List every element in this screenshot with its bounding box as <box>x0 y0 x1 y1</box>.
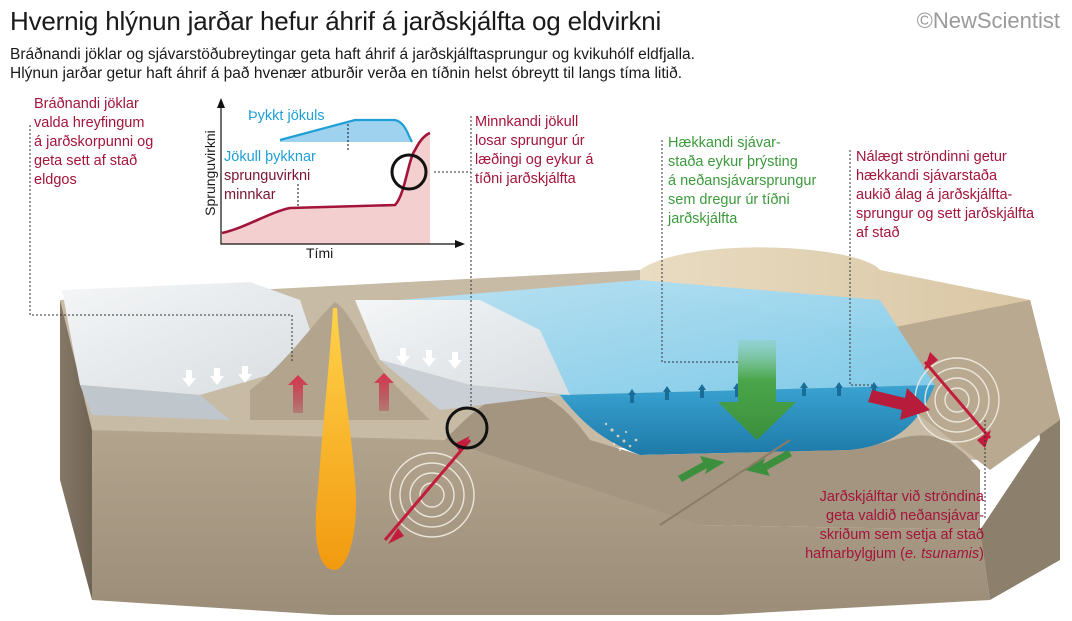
annotation-line: eldgos <box>34 172 77 188</box>
inset-thickening-label: Jökull þykknar sprunguvirkni minnkar <box>224 148 316 205</box>
glacier-left-front <box>80 385 230 420</box>
sea-pressure-green-arrow <box>718 340 796 440</box>
inset-magnifier-circle <box>390 153 428 191</box>
leader-lines <box>29 116 986 520</box>
inset-y-axis <box>220 102 455 245</box>
annotation-line: valda hreyfingum <box>34 115 145 131</box>
annotation-line: Jarðskjálftar við ströndina <box>819 489 984 505</box>
inset-x-arrowhead <box>455 240 465 248</box>
annotation-line: tíðni jarðskjálfta <box>475 171 576 187</box>
newscientist-logo: ©NewScientist <box>916 8 1060 33</box>
page-title: Hvernig hlýnun jarðar hefur áhrif á jarð… <box>10 6 662 36</box>
annotation-line: læðingi og eykur á <box>475 152 594 168</box>
annotation-line: Bráðnandi jöklar <box>34 96 139 112</box>
annotation-line: á jarðskorpunni og <box>34 134 154 150</box>
annotation-line: á neðansjávarsprungur <box>668 173 817 189</box>
annotation-tsunami: Jarðskjálftar við ströndina geta valdið … <box>805 488 984 564</box>
inset-thickening-line-2: sprunguvirkni <box>224 168 311 184</box>
sand-dune <box>640 247 1030 330</box>
annotation-line-part: hafnarbylgjum ( <box>805 546 905 562</box>
inset-ice-curve <box>279 118 413 143</box>
annotation-line: sprungur og sett jarðskjálfta <box>856 206 1035 222</box>
annotation-sea-level: Hækkandi sjávar- staða eykur þrýsting á … <box>668 134 816 229</box>
fault-right <box>868 352 1000 448</box>
inset-y-arrowhead <box>217 98 225 108</box>
annotation-shrinking-glacier: Minnkandi jökull losar sprungur úr læðin… <box>475 113 594 189</box>
annotation-line: staða eykur þrýsting <box>668 154 798 170</box>
submarine-fault-arrows <box>678 450 792 482</box>
inset-activity-area <box>222 133 430 244</box>
annotation-line: hafnarbylgjum (e. tsunamis) <box>805 545 984 564</box>
annotation-line: hækkandi sjávarstaða <box>856 168 998 184</box>
glacier-right <box>355 300 570 395</box>
inset-thickening-line-3: minnkar <box>224 187 276 203</box>
inset-thick-ice-label: Þykkt jökuls <box>248 108 325 124</box>
inset-activity-curve <box>221 131 431 235</box>
annotation-melting-glaciers: Bráðnandi jöklar valda hreyfingum á jarð… <box>34 95 153 190</box>
inset-thickening-line-1: Jökull þykknar <box>224 149 316 165</box>
subtitle: Bráðnandi jöklar og sjávarstöðubreytinga… <box>10 45 1010 83</box>
crust-rebound-arrows <box>288 373 394 413</box>
inset-ylabel: Sprunguvirkni <box>202 130 218 216</box>
magnifier-circle-fault <box>445 406 489 450</box>
annotation-line: jarðskjálfta <box>668 211 738 227</box>
annotation-line: skriðum sem setja af stað <box>819 527 984 543</box>
subtitle-line-2: Hlýnun jarðar getur haft áhrif á það hve… <box>10 65 683 82</box>
magma-chamber <box>315 308 356 570</box>
glacier-left <box>62 282 320 395</box>
annotation-line-part: ) <box>979 546 984 562</box>
annotation-line: af stað <box>856 225 900 241</box>
ice-load-arrows <box>182 348 462 387</box>
annotation-line: sem dregur úr tíðni <box>668 192 790 208</box>
annotation-line: geta sett af stað <box>34 153 138 169</box>
annotation-line: losar sprungur úr <box>475 133 585 149</box>
ground-front-face <box>92 430 990 615</box>
inset-chart <box>217 98 465 248</box>
inset-ice-area <box>280 120 412 142</box>
annotation-line: Minnkandi jökull <box>475 114 579 130</box>
annotation-coast: Nálægt ströndinni getur hækkandi sjávars… <box>856 148 1034 243</box>
coast-load-arrow <box>868 388 930 420</box>
annotation-line: Hækkandi sjávar- <box>668 135 781 151</box>
annotation-line: Nálægt ströndinni getur <box>856 149 1007 165</box>
sediment-slide <box>604 422 638 452</box>
ground-left-face <box>60 300 92 600</box>
inset-xlabel: Tími <box>306 245 334 261</box>
glacier-right-front <box>380 360 560 410</box>
annotation-line: geta valdið neðansjávar- <box>826 508 984 524</box>
subtitle-line-1: Bráðnandi jöklar og sjávarstöðubreytinga… <box>10 46 695 63</box>
annotation-line: aukið álag á jarðskjálfta- <box>856 187 1013 203</box>
submarine-fault <box>659 439 791 526</box>
annotation-line-italic: e. tsunamis <box>905 546 980 562</box>
